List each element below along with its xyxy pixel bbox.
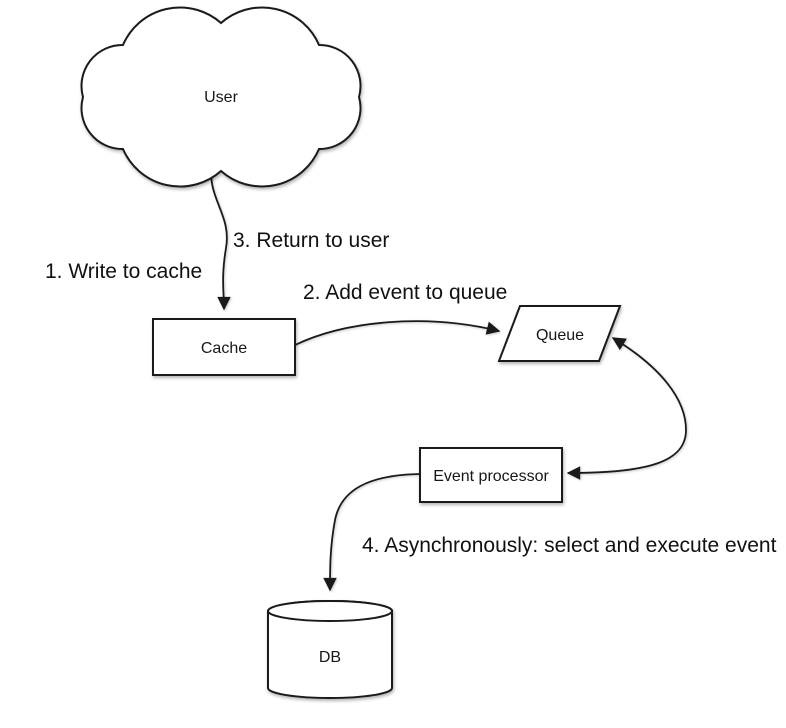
step-labels-group: 1. Write to cache 3. Return to user 2. A…: [45, 229, 777, 557]
edge-user-to-cache: [210, 162, 231, 311]
step1-label: 1. Write to cache: [45, 260, 202, 283]
queue-node-label: Queue: [536, 327, 584, 344]
edges-group: [210, 162, 687, 592]
edge-cache-to-queue: [294, 320, 501, 346]
step3-label: 3. Return to user: [233, 229, 389, 252]
edge-eventprocessor-to-db: [323, 473, 421, 592]
cache-rect-shape: [152, 318, 296, 376]
cache-node-label: Cache: [201, 340, 247, 357]
db-cylinder-top-ellipse: [267, 600, 393, 622]
event-processor-rect-shape: [419, 447, 563, 503]
user-cloud-shape: [80, 6, 362, 188]
event-processor-node-label: Event processor: [433, 468, 549, 485]
edge-queue-eventprocessor-double-arrow: [566, 337, 687, 480]
user-node-label: User: [204, 89, 238, 106]
queue-parallelogram-shape: [497, 305, 622, 362]
step2-label: 2. Add event to queue: [303, 281, 507, 304]
step4-label: 4. Asynchronously: select and execute ev…: [362, 534, 777, 557]
db-node-label: DB: [319, 649, 341, 666]
nodes-group: User Cache Queue Event processor DB: [80, 6, 622, 699]
